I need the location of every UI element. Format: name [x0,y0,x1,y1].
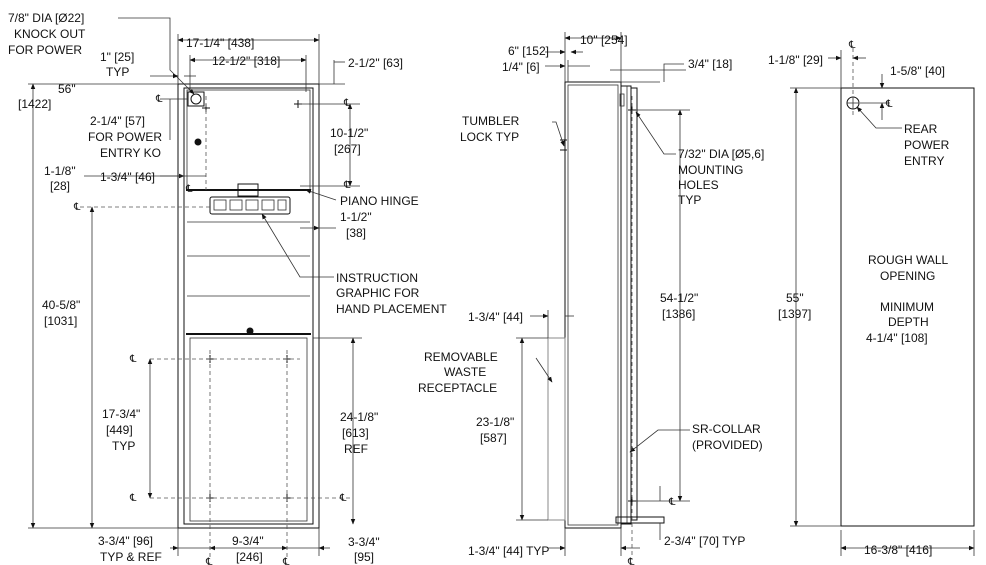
width-outer-label: 17-1/4" [438] [186,36,254,50]
side-offset-label: 1-1/8" [44,164,76,178]
cl-symbol: ℄ [155,94,163,105]
side-offset-label-2: [28] [50,179,70,193]
knockout-label-3: FOR POWER [8,43,82,57]
knockout-label-2: KNOCK OUT [14,27,86,41]
rear-dimensions [790,48,975,556]
upper-mount-label: 10-1/2" [330,126,368,140]
min-depth-label-3: 4-1/4" [108] [866,331,928,345]
mount-spacing-label: 17-3/4" [102,407,140,421]
bottom-proj-label: 1-3/4" [44] TYP [468,544,549,558]
depth-inner-label: 6" [152] [508,44,549,58]
bottom-offset-label: 2-3/4" [70] TYP [664,534,745,548]
front-labels: 7/8" DIA [Ø22] KNOCK OUT FOR POWER 17-1/… [8,11,447,565]
waste-label-3: RECEPTACLE [418,381,497,395]
upper-mount-label-2: [267] [334,142,361,156]
side-offset2-label: 1-3/4" [46] [100,170,155,184]
lower-height-label: 40-5/8" [42,298,80,312]
typ1-label: 1" [25] [100,50,134,64]
mount-height-label: 54-1/2" [660,291,698,305]
holes-label: 7/32" DIA [Ø5,6] [678,147,764,161]
flange-label: 1/4" [6] [502,60,540,74]
instruction-label-3: HAND PLACEMENT [336,302,447,316]
holes-label-3: HOLES [678,178,719,192]
proj-label: 1-3/4" [44] [468,310,523,324]
bottom-center-label-2: [246] [236,550,263,564]
mount-height-label-2: [1386] [662,307,695,321]
mount-spacing-label-3: TYP [112,439,135,453]
waste-ref-label: 24-1/8" [340,410,378,424]
cl-symbol: ℄ [73,202,81,213]
bottom-right-label-2: [95] [354,550,374,564]
typ1-label-2: TYP [106,65,129,79]
cl-symbol: ℄ [205,557,213,565]
height-label: 56" [58,82,76,96]
hinge-offset-label-2: [38] [346,226,366,240]
power-entry-label-2: FOR POWER [88,130,162,144]
tumbler-label: TUMBLER [462,114,520,128]
rear-offset-top-label: 1-5/8" [40] [890,64,945,78]
cl-symbol: ℄ [185,184,193,195]
cl-symbol: ℄ [339,493,347,504]
rear-height-label: 55" [786,291,804,305]
instruction-label: INSTRUCTION [336,271,418,285]
rear-width-label: 16-3/8" [416] [864,543,932,557]
power-entry-label-3: ENTRY KO [100,146,161,160]
waste-ref-label-2: [613] [342,426,369,440]
power-entry-label: 2-1/4" [57] [90,114,145,128]
side-labels: 10" [254] 6" [152] 1/4" [6] 3/4" [18] TU… [418,33,764,565]
waste-label: REMOVABLE [424,350,498,364]
width-inner-label: 12-1/2" [318] [212,54,280,68]
knockout-label: 7/8" DIA [Ø22] [8,11,84,25]
piano-hinge-label: PIANO HINGE [340,194,419,208]
rear-labels: 1-1/8" [29] 1-5/8" [40] REAR POWER ENTRY… [768,40,950,557]
opening-label: ROUGH WALL [868,253,949,267]
cl-symbol: ℄ [282,557,290,565]
rear-height-label-2: [1397] [778,307,811,321]
min-depth-label-2: DEPTH [888,315,929,329]
collar-label: SR-COLLAR [692,422,761,436]
opening-label-2: OPENING [880,269,935,283]
side-dimensions [516,32,690,560]
rear-offset-left-label: 1-1/8" [29] [768,53,823,67]
bottom-left-label: 3-3/4" [96] [98,534,153,548]
mount-spacing-label-2: [449] [106,423,133,437]
bottom-center-label: 9-3/4" [232,534,264,548]
holes-label-4: TYP [678,193,701,207]
cl-symbol: ℄ [343,180,351,191]
waste-label-2: WASTE [444,365,486,379]
front-dimensions [28,17,362,556]
waste-ref-label-3: REF [344,442,368,456]
lower-height-label-2: [1031] [44,314,77,328]
rear-power-label: REAR [904,122,938,136]
rear-power-label-3: ENTRY [904,154,944,168]
tumbler-label-2: LOCK TYP [460,130,519,144]
hinge-offset-label: 1-1/2" [340,210,372,224]
waste-height-label-2: [587] [480,431,507,445]
rear-power-label-2: POWER [904,138,950,152]
cl-symbol: ℄ [129,354,137,365]
front-view [80,83,350,560]
collar-label-2: (PROVIDED) [692,438,763,452]
depth-outer-label: 10" [254] [580,33,628,47]
cl-symbol: ℄ [627,557,635,565]
waste-height-label: 23-1/8" [476,415,514,429]
cl-symbol: ℄ [668,497,676,508]
holes-label-2: MOUNTING [678,163,743,177]
cl-symbol: ℄ [885,99,893,110]
instruction-label-2: GRAPHIC FOR [336,286,420,300]
bottom-right-label: 3-3/4" [348,535,380,549]
top-offset-label: 2-1/2" [63] [348,56,403,70]
cl-symbol: ℄ [343,98,351,109]
bottom-left-label-2: TYP & REF [100,550,162,564]
min-depth-label: MINIMUM [880,300,934,314]
cl-symbol: ℄ [848,40,856,51]
top-flange-label: 3/4" [18] [688,57,732,71]
side-view [547,81,665,529]
cl-symbol: ℄ [129,493,137,504]
height-label-2: [1422] [18,97,51,111]
